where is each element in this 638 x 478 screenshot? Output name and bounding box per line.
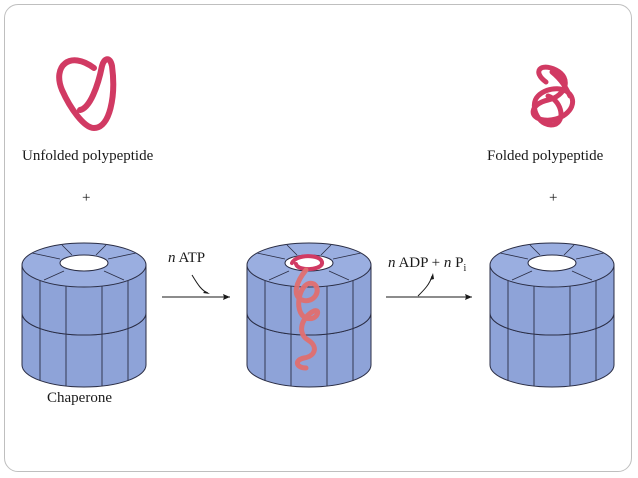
slide-frame xyxy=(4,4,632,472)
folded-polypeptide-icon xyxy=(530,64,576,128)
plus-sign-left: + xyxy=(82,190,91,206)
adp-pi-label: n ADP + n Pi xyxy=(388,255,466,274)
unfolded-polypeptide-label: Unfolded polypeptide xyxy=(22,148,154,164)
chaperone-barrel-left xyxy=(21,242,147,388)
plus-sign-right: + xyxy=(549,190,558,206)
adp-text: ADP xyxy=(398,255,428,271)
unfolded-polypeptide-icon xyxy=(56,56,117,131)
atp-n: n xyxy=(168,250,176,266)
chaperone-label: Chaperone xyxy=(47,390,112,406)
pi-n: n xyxy=(443,255,452,271)
adp-n: n xyxy=(388,255,396,271)
folded-polypeptide-label: Folded polypeptide xyxy=(487,148,604,164)
chaperone-barrel-right xyxy=(489,242,615,388)
pi-subscript: i xyxy=(463,263,467,274)
atp-text: ATP xyxy=(178,250,206,266)
adp-arrow-icon xyxy=(386,273,472,300)
atp-label: n ATP xyxy=(168,250,205,267)
atp-arrow-icon xyxy=(162,274,230,300)
polypeptide-in-chaperone-icon xyxy=(290,254,324,371)
pi-text: P xyxy=(455,255,464,271)
adp-plus: + xyxy=(431,255,441,271)
